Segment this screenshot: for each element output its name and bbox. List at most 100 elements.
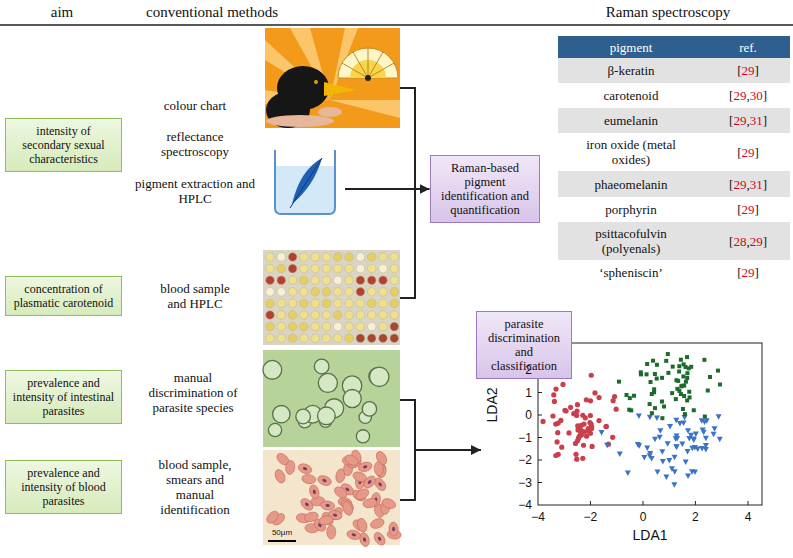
reference-number: 29 xyxy=(733,113,746,128)
data-point-square xyxy=(653,406,657,410)
data-point-triangle xyxy=(617,451,623,457)
plate-well xyxy=(288,264,297,273)
plate-well xyxy=(311,334,320,343)
reference-number: 31 xyxy=(750,177,763,192)
plate-well xyxy=(345,322,354,331)
data-point-triangle xyxy=(652,437,658,443)
red-blood-cell xyxy=(316,474,332,487)
plate-well xyxy=(300,322,309,331)
data-point-circle xyxy=(575,423,580,428)
red-blood-cell xyxy=(318,514,334,526)
plate-well xyxy=(322,264,331,273)
reference-bracket: ] xyxy=(763,234,767,249)
data-point-triangle xyxy=(666,458,672,464)
data-point-circle xyxy=(582,429,587,434)
reference-cell: [29,30] xyxy=(708,88,788,103)
aim-box: intensity of secondary sexual characteri… xyxy=(5,118,122,172)
plate-well xyxy=(345,299,354,308)
plate-well xyxy=(266,253,275,262)
data-point-triangle xyxy=(690,436,696,442)
data-point-circle xyxy=(589,444,594,449)
data-point-circle xyxy=(550,413,555,418)
data-point-triangle xyxy=(604,443,610,449)
data-point-square xyxy=(671,365,675,369)
red-blood-cell xyxy=(297,462,313,475)
plate-well xyxy=(356,334,365,343)
data-point-square xyxy=(627,408,631,412)
header-rule xyxy=(0,24,793,26)
data-point-triangle xyxy=(647,451,653,457)
plate-well xyxy=(367,311,376,320)
data-point-circle xyxy=(589,421,594,426)
plate-well xyxy=(390,334,399,343)
data-point-triangle xyxy=(674,444,680,450)
red-blood-cell xyxy=(362,497,377,509)
axis-title: LDA1 xyxy=(620,527,680,543)
data-point-triangle xyxy=(599,430,605,436)
plate-well xyxy=(266,288,275,297)
parasite-egg xyxy=(314,359,329,374)
box-text: prevalence and intensity of blood parasi… xyxy=(12,466,115,508)
parasite-egg xyxy=(343,389,361,407)
plate-well xyxy=(277,253,286,262)
data-point-square xyxy=(639,370,643,374)
data-point-triangle xyxy=(685,474,691,480)
reference-bracket: , xyxy=(746,113,749,128)
data-point-square xyxy=(670,391,674,395)
data-point-triangle xyxy=(669,466,675,472)
data-point-square xyxy=(674,378,678,382)
data-point-circle xyxy=(589,426,594,431)
data-point-square xyxy=(685,376,689,380)
plate-well xyxy=(356,276,365,285)
plate-well xyxy=(356,311,365,320)
data-point-square xyxy=(703,415,707,419)
plate-well xyxy=(379,322,388,331)
plate-well xyxy=(390,253,399,262)
column-header: conventional methods xyxy=(112,3,312,21)
plate-well xyxy=(379,299,388,308)
table-cell: β-keratin xyxy=(581,63,681,78)
data-point-triangle xyxy=(654,470,660,476)
parasite-egg xyxy=(362,402,376,416)
table-cell: ‘spheniscin’ xyxy=(581,265,681,280)
parasite-egg xyxy=(318,373,337,392)
data-point-triangle xyxy=(704,418,710,424)
data-point-circle xyxy=(575,402,580,407)
data-point-triangle xyxy=(636,443,642,449)
data-point-square xyxy=(652,390,656,394)
data-point-triangle xyxy=(644,445,650,451)
reference-bracket: ] xyxy=(763,113,767,128)
data-point-circle xyxy=(573,452,578,457)
red-blood-cell xyxy=(357,461,373,473)
table-cell: porphyrin xyxy=(581,202,681,217)
table-cell: eumelanin xyxy=(581,113,681,128)
data-point-square xyxy=(683,412,687,416)
data-point-square xyxy=(685,371,689,375)
reference-cell: [29,31] xyxy=(708,177,788,192)
data-point-square xyxy=(716,369,720,373)
cell-nucleus xyxy=(363,465,368,469)
data-point-square xyxy=(687,390,691,394)
column-header: Raman spectroscopy xyxy=(568,3,768,21)
data-point-triangle xyxy=(667,424,673,430)
plate-well xyxy=(288,334,297,343)
data-point-square xyxy=(645,362,649,366)
data-point-square xyxy=(681,407,685,411)
plate-well xyxy=(345,334,354,343)
data-point-circle xyxy=(604,424,609,429)
data-point-circle xyxy=(556,421,561,426)
reference-bracket: [ xyxy=(729,177,733,192)
data-point-square xyxy=(660,416,664,420)
cell-nucleus xyxy=(367,479,372,484)
tick-label: −2 xyxy=(508,453,532,467)
data-point-circle xyxy=(555,430,560,435)
data-point-triangle xyxy=(657,428,663,434)
data-point-triangle xyxy=(703,436,709,442)
plate-well xyxy=(266,322,275,331)
reference-bracket: [ xyxy=(737,265,741,280)
data-point-triangle xyxy=(671,482,677,488)
plate-well xyxy=(322,311,331,320)
cell-nucleus xyxy=(392,527,395,532)
reference-bracket: [ xyxy=(729,234,733,249)
data-point-circle xyxy=(566,430,571,435)
